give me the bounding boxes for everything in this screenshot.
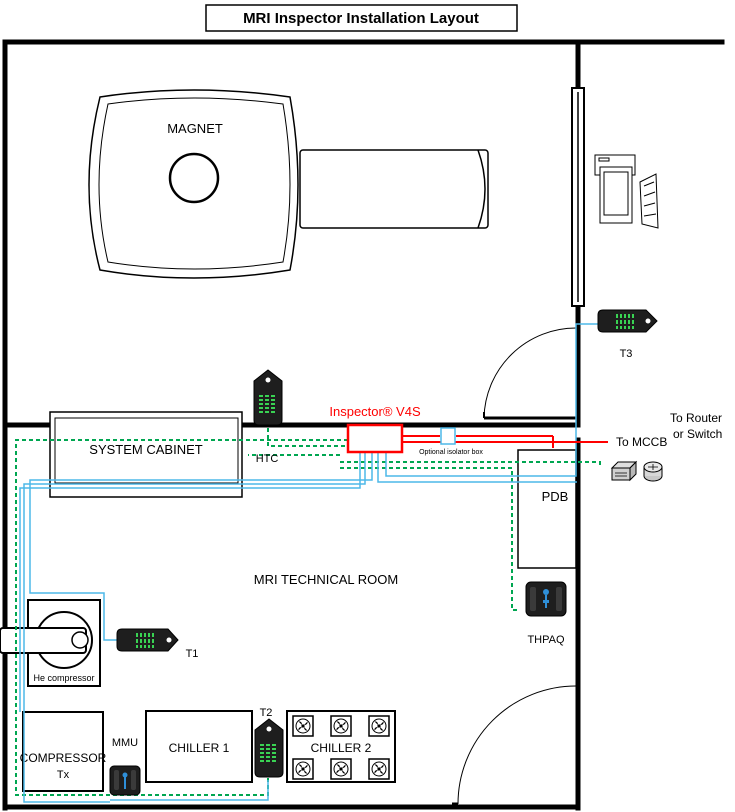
door-technical-room [452, 685, 577, 806]
t1-label: T1 [186, 648, 199, 660]
pdb-label: PDB [542, 489, 569, 504]
thpaq-label: THPAQ [527, 634, 565, 646]
chiller-1: CHILLER 1 [145, 710, 253, 783]
t2-label: T2 [260, 707, 273, 719]
optional-isolator-box: Optional isolator box [419, 427, 483, 456]
chiller-1-label: CHILLER 1 [169, 741, 230, 755]
t1-sensor: T1 [116, 628, 199, 660]
system-cabinet-label: SYSTEM CABINET [89, 442, 202, 457]
fan-icon [368, 715, 390, 737]
pdb-panel: PDB [517, 449, 577, 569]
fan-icon [330, 758, 352, 780]
inspector-v4s-unit: Inspector® V4S [329, 404, 421, 454]
isolator-label: Optional isolator box [419, 449, 483, 456]
compressor-label-tx: Tx [57, 769, 70, 781]
chiller-2-label: CHILLER 2 [311, 741, 372, 755]
diagram-title: MRI Inspector Installation Layout [243, 10, 479, 27]
fan-icon [292, 758, 314, 780]
to-router-label-2: or Switch [673, 427, 722, 441]
to-mccb-label: To MCCB [616, 435, 667, 449]
t2-sensor: T2 [254, 707, 284, 778]
router-icon [643, 461, 663, 482]
walls [2, 39, 725, 811]
he-compressor-label: He compressor [33, 673, 94, 683]
technical-room-label: MRI TECHNICAL ROOM [254, 572, 398, 587]
system-cabinet: SYSTEM CABINET [49, 411, 243, 498]
t3-sensor-leds [616, 314, 634, 329]
compressor-tx: COMPRESSOR Tx [20, 711, 107, 792]
switch-icon [610, 460, 638, 482]
t2-sensor-leds [260, 744, 276, 762]
t3-label: T3 [620, 348, 633, 360]
magnet-bore [168, 152, 220, 204]
inspector-power-wiring [402, 435, 608, 448]
magnet: MAGNET [88, 89, 489, 279]
control-room-window [571, 87, 585, 307]
t3-sensor: T3 [597, 309, 658, 360]
mmu-label: MMU [112, 737, 138, 749]
t1-sensor-leds [136, 633, 154, 648]
fan-icon [292, 715, 314, 737]
fan-icon [368, 758, 390, 780]
title-box: MRI Inspector Installation Layout [205, 4, 518, 32]
to-router-label: To Router [670, 411, 722, 425]
workstation-icon [594, 154, 659, 229]
thpaq-sensor: THPAQ [525, 581, 567, 646]
mmu-unit: MMU [109, 737, 141, 796]
inspector-label: Inspector® V4S [329, 404, 421, 419]
network-cabling [19, 323, 598, 803]
htc-sensor-leds [259, 395, 275, 413]
chiller-fans [292, 715, 390, 780]
compressor-label: COMPRESSOR [20, 751, 107, 765]
htc-label: HTC [256, 453, 279, 465]
he-compressor: He compressor [0, 599, 101, 687]
door-magnet-room [483, 327, 577, 420]
chiller-2: CHILLER 2 [286, 710, 396, 783]
fan-icon [330, 715, 352, 737]
magnet-label: MAGNET [167, 121, 223, 136]
htc-sensor: HTC [253, 369, 283, 465]
